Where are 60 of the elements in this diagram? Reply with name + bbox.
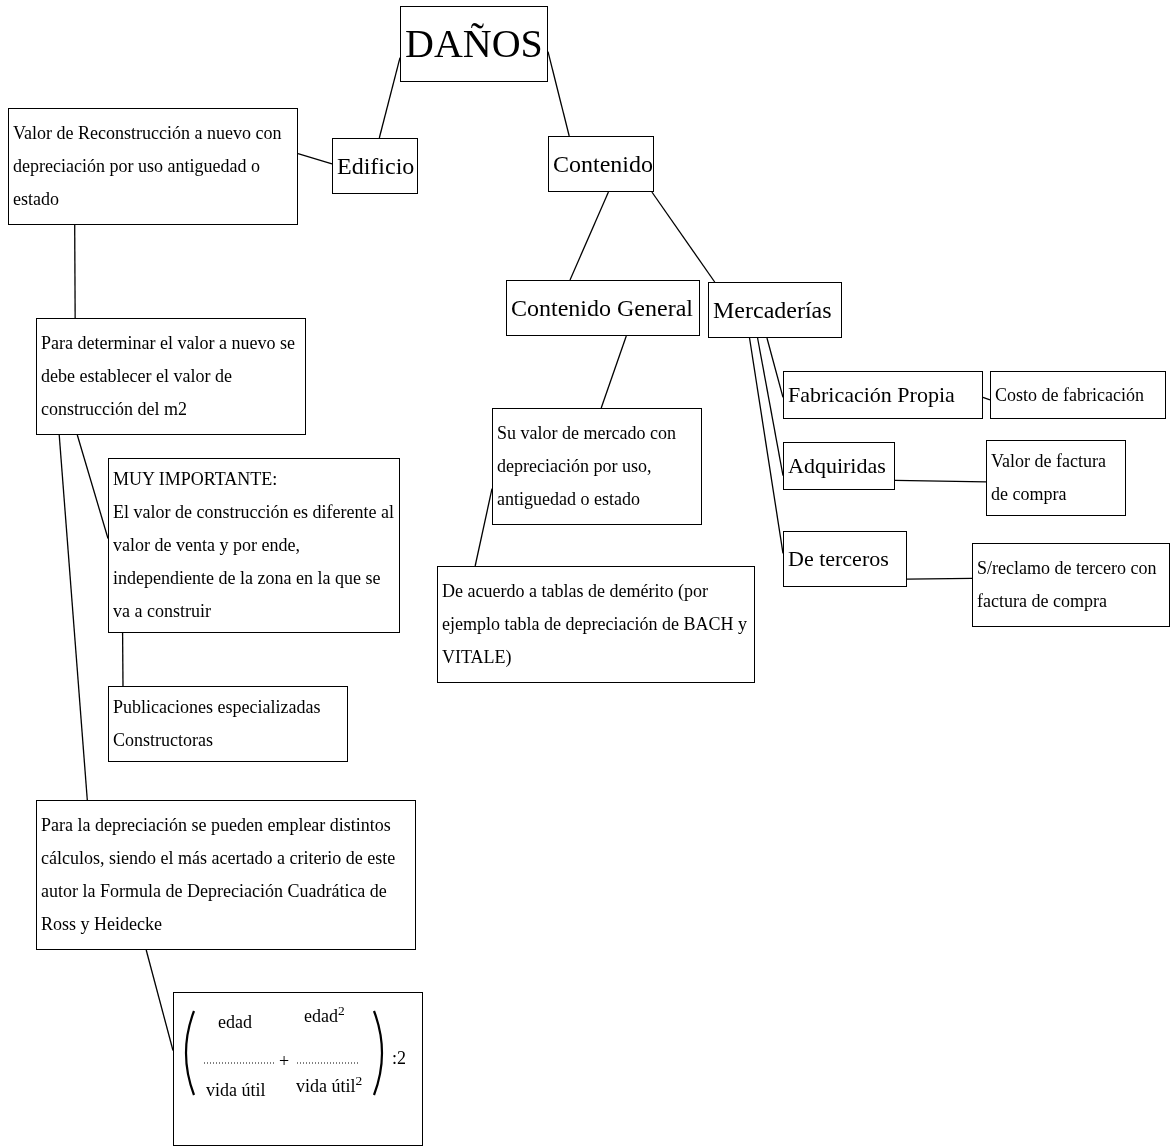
box-text: Fabricación Propia: [788, 381, 956, 409]
connector-line: [756, 337, 784, 477]
connector-line: [547, 50, 570, 137]
concept-box: [36, 318, 306, 435]
connector-line: [766, 337, 784, 399]
box-text: De acuerdo a tablas de demérito (por ejemplo tabla de depreciación de BACH y VITALE): [442, 580, 748, 669]
concept-box: [8, 108, 298, 225]
box-text: DAÑOS: [405, 20, 543, 68]
box-text: Su valor de mercado con depreciación por uso, antiguedad o estado: [497, 422, 677, 511]
connector-line: [145, 949, 174, 1052]
box-text: Edificio: [337, 152, 413, 181]
box-text: Valor de Reconstrucción a nuevo con depreciación por uso antiguedad o estado: [13, 122, 283, 211]
box-text: Contenido General: [511, 294, 694, 323]
concept-box: [108, 458, 400, 633]
connector-line: [474, 488, 493, 567]
numerator-text: edad$^{2}$: [304, 1003, 345, 1028]
box-text: El valor de construcción es diferente al valor de venta y por ende, independiente de la zona en la que se va a construir: [113, 501, 395, 623]
concept-box: [990, 371, 1166, 419]
connector-line: [906, 577, 973, 580]
box-text: Valor de factura de compra: [991, 450, 1107, 506]
concept-box: [986, 440, 1126, 516]
connector-line: [378, 57, 401, 139]
connector-line: [569, 191, 610, 281]
concept-box: [437, 566, 755, 683]
concept-box: [108, 686, 348, 762]
divisor-text: :2: [392, 1047, 406, 1070]
box-text: Para determinar el valor a nuevo se debe establecer el valor de construcción del m2: [41, 332, 296, 421]
connector-line: [982, 396, 991, 401]
denominator-text: vida útil: [206, 1079, 266, 1102]
connector-line: [894, 479, 987, 483]
concept-box: [506, 280, 700, 336]
plus-sign: +: [279, 1050, 290, 1073]
numerator-text: edad: [218, 1011, 252, 1034]
concept-box: [783, 442, 895, 490]
concept-box: [400, 6, 548, 82]
concept-box: [548, 136, 654, 192]
concept-box: [783, 371, 983, 419]
connector-line: [58, 434, 88, 801]
concept-box: [972, 543, 1170, 627]
connector-line: [121, 632, 124, 687]
connector-line: [651, 191, 716, 283]
box-text: Publicaciones especializadas Constructoras: [113, 696, 322, 752]
box-text: Adquiridas: [788, 452, 887, 480]
box-heading: MUY IMPORTANTE:: [113, 468, 279, 491]
concept-box: [492, 408, 702, 525]
denominator-text: vida útil$^{2}$: [296, 1073, 363, 1098]
box-text: Para la depreciación se pueden emplear distintos cálculos, siendo el más acertado a criterio de este autor la Formula de Depreciación Cuadrática de Ross y Heidecke: [41, 814, 397, 936]
connector-line: [600, 335, 627, 409]
box-text: Mercaderías: [713, 296, 833, 325]
formula-box: [173, 992, 423, 1146]
concept-box: [708, 282, 842, 338]
concept-box: [36, 800, 416, 950]
connector-line: [76, 434, 109, 540]
box-text: De terceros: [788, 545, 890, 573]
connector-line: [74, 224, 76, 319]
concept-box: [332, 138, 418, 194]
box-text: Costo de fabricación: [995, 384, 1145, 407]
connector-line: [297, 153, 333, 165]
concept-box: [783, 531, 907, 587]
box-text: S/reclamo de tercero con factura de compra: [977, 557, 1158, 613]
